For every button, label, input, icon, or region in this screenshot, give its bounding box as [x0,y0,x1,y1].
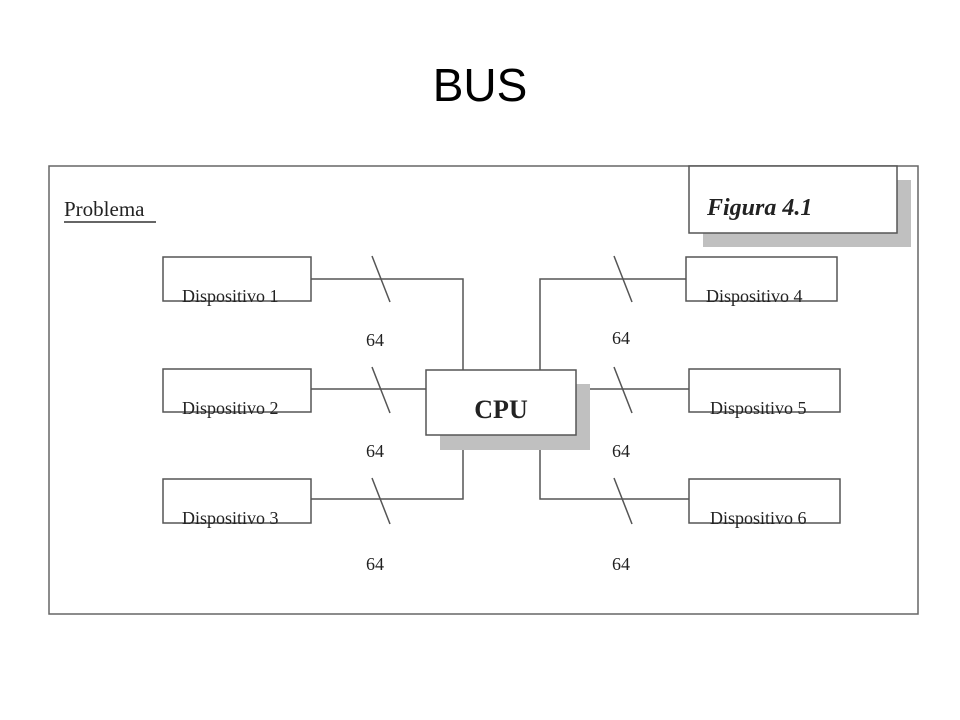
device-label: Dispositivo 3 [182,508,279,528]
bus-width-labels: 64 64 64 64 64 64 [366,328,630,574]
device-3: Dispositivo 3 [162,478,312,528]
cpu-label: CPU [474,395,528,424]
bus-width-label: 64 [612,328,630,348]
cpu-box [425,369,577,436]
device-2: Dispositivo 2 [162,368,312,418]
bus-width-label: 64 [366,330,384,350]
bus-width-label: 64 [366,554,384,574]
figure-label-box [688,165,898,234]
device-label: Dispositivo 4 [706,286,803,306]
bus-width-label: 64 [366,441,384,461]
device-1: Dispositivo 1 [162,256,312,306]
problem-label: Problema [64,197,145,221]
bus-width-slashes [371,255,633,525]
device-label: Dispositivo 1 [182,286,279,306]
slide-title: BUS [432,59,528,111]
device-label: Dispositivo 6 [710,508,807,528]
device-5: Dispositivo 5 [688,368,841,418]
right-bus-wires [539,278,689,500]
device-label: Dispositivo 5 [710,398,807,418]
bus-width-label: 64 [612,441,630,461]
left-bus-wires [311,278,464,500]
figure-label: Figura 4.1 [706,195,812,221]
device-4: Dispositivo 4 [685,256,838,306]
device-6: Dispositivo 6 [688,478,841,528]
bus-width-label: 64 [612,554,630,574]
device-label: Dispositivo 2 [182,398,279,418]
